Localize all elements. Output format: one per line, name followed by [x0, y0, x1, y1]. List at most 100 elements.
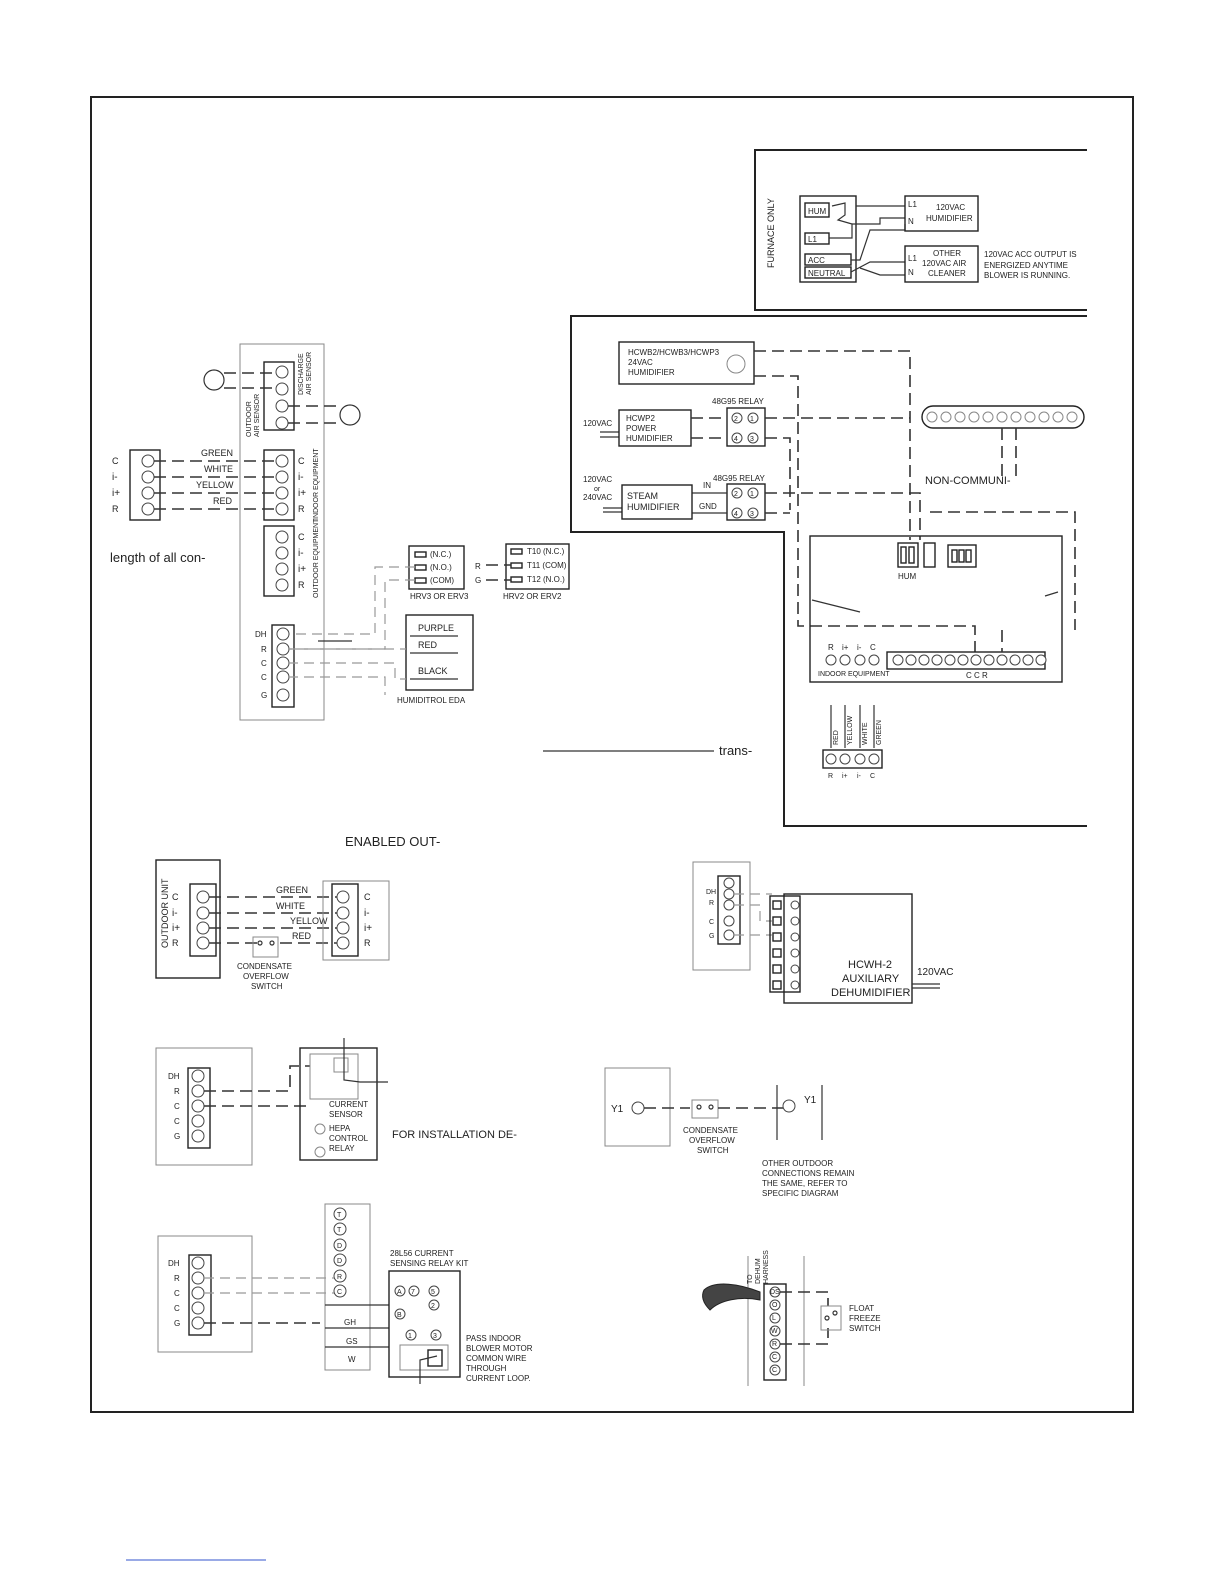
wire-label-green: GREEN: [201, 448, 233, 458]
kit-pin-7: 7: [411, 1289, 415, 1296]
acc-terminal: ACC: [808, 256, 825, 265]
wire-label-white: WHITE: [204, 464, 233, 474]
float-term-l: L: [772, 1315, 776, 1322]
y1-switch-line-3: SWITCH: [697, 1146, 729, 1155]
harness-line-1: TO: [747, 1274, 754, 1284]
gnd-label: GND: [699, 502, 717, 511]
relay-kit-section: DH R C C G T T D D R C GH GS W 28L56 CUR…: [157, 1203, 533, 1384]
dehum-line-1: HCWH-2: [848, 959, 892, 971]
humiditrol-black: BLACK: [418, 666, 448, 676]
kit-gh: GH: [344, 1318, 356, 1327]
l1-terminal: L1: [808, 235, 817, 244]
wire-yellow: YELLOW: [847, 715, 854, 745]
furnace-only-panel: FURNACE ONLY HUM L1 ACC NEUTRAL L1 N 120…: [754, 149, 1087, 311]
outer-frame: [90, 96, 1134, 1413]
ou-wire-white: WHITE: [276, 901, 305, 911]
dh-term-g: G: [709, 933, 714, 940]
hrv2-t11: T11 (COM): [527, 561, 567, 570]
l1-a: L1: [908, 200, 917, 209]
kit-gs: GS: [346, 1337, 358, 1346]
ou-term-iminus: i-: [172, 908, 178, 919]
humidifier-line-1: 120VAC: [936, 203, 965, 212]
hrv2-g: G: [475, 576, 481, 585]
dh-term-c: C: [709, 919, 714, 926]
kit-w: W: [348, 1355, 356, 1364]
lower-term-dh: DH: [255, 630, 267, 639]
kit-pin-a: A: [397, 1289, 402, 1296]
strip-term-r: R: [298, 504, 305, 514]
indoor-equipment-caption: INDOOR EQUIPMENT: [818, 671, 890, 678]
relay1-title: 48G95 RELAY: [712, 397, 765, 406]
hcwb-line-3: HUMIDIFIER: [628, 368, 675, 377]
left-term-iplus: i+: [112, 488, 120, 499]
ou-right-iplus: i+: [364, 923, 372, 934]
kit-note-line-5: CURRENT LOOP.: [466, 1374, 531, 1383]
kit-pin-5: 5: [431, 1289, 435, 1296]
y1-switch-line-2: OVERFLOW: [689, 1136, 735, 1145]
kit-note-line-4: THROUGH: [466, 1364, 507, 1373]
float-line-1: FLOAT: [849, 1304, 874, 1313]
hcwp2-line-2: POWER: [626, 424, 656, 433]
ou-right-c: C: [364, 892, 371, 902]
ou-wire-yellow: YELLOW: [290, 916, 328, 926]
supply2-line-3: 240VAC: [583, 493, 612, 502]
humidifier-line-2: HUMIDIFIER: [926, 214, 973, 223]
trans-text: trans-: [719, 743, 752, 758]
hcwb-line-1: HCWB2/HCWB3/HCWP3: [628, 348, 720, 357]
wire-red: RED: [833, 730, 840, 745]
float-term-ds: DS: [770, 1289, 780, 1296]
relay2-title: 48G95 RELAY: [713, 474, 766, 483]
wire-white: WHITE: [862, 722, 869, 745]
outdoor-unit-label: OUTDOOR UNIT: [160, 878, 170, 948]
outdoor-term-iplus: i+: [298, 564, 306, 575]
y1-switch-line-1: CONDENSATE: [683, 1126, 738, 1135]
hcwp2-line-3: HUMIDIFIER: [626, 434, 673, 443]
left-term-r: R: [112, 504, 119, 514]
float-term-c2: C: [772, 1367, 777, 1374]
wire-green: GREEN: [876, 720, 883, 745]
board-term-r: R: [828, 643, 834, 652]
strip-term-iminus: i-: [298, 472, 304, 483]
hcwb-line-2: 24VAC: [628, 358, 653, 367]
outdoor-sensor-line-2: AIR SENSOR: [254, 394, 261, 437]
furnace-only-label: FURNACE ONLY: [766, 198, 776, 268]
current-sensor-line-1: CURRENT: [329, 1100, 368, 1109]
hrv2-t10: T10 (N.C.): [527, 547, 565, 556]
kit-term-r: R: [174, 1274, 180, 1283]
hrv2-label: HRV2 OR ERV2: [503, 592, 562, 601]
hepa-section: DH R C C G CURRENT SENSOR HEPA CONTROL R…: [155, 1038, 517, 1166]
strip-term-c: C: [298, 456, 305, 466]
discharge-sensor-line-1: DISCHARGE: [298, 353, 305, 395]
n-b: N: [908, 268, 914, 277]
hepa-term-dh: DH: [168, 1072, 180, 1081]
outdoor-sensor-line-1: OUTDOOR: [246, 401, 253, 437]
humiditrol-section: PURPLE RED BLACK HUMIDITROL EDA: [288, 614, 474, 705]
kit-term-c2: C: [174, 1304, 180, 1313]
float-line-3: SWITCH: [849, 1324, 881, 1333]
hum-terminal: HUM: [808, 207, 827, 216]
relay1-pin-4: 4: [734, 436, 738, 443]
enabled-out-text: ENABLED OUT-: [345, 834, 440, 849]
lower-term-c2: C: [261, 673, 267, 682]
hrv-section: (N.C.) (N.O.) (COM) HRV3 OR ERV3 T10 (N.…: [288, 543, 570, 650]
harness-line-2: DEHUM: [755, 1258, 762, 1284]
kit-pin-b: B: [397, 1312, 402, 1319]
dehum-line-2: AUXILIARY: [842, 973, 900, 985]
sensor-strip-panel: DISCHARGE AIR SENSOR OUTDOOR AIR SENSOR …: [110, 343, 361, 721]
ou-term-iplus: i+: [172, 923, 180, 934]
acc-note-line-2: ENERGIZED ANYTIME: [984, 261, 1068, 270]
harness-plug-icon: [702, 1283, 761, 1311]
relay1-pin-1: 1: [750, 416, 754, 423]
install-text: FOR INSTALLATION DE-: [392, 1129, 517, 1141]
ou-right-iminus: i-: [364, 908, 370, 919]
hepa-term-g: G: [174, 1132, 180, 1141]
relay2-pin-1: 1: [750, 491, 754, 498]
dh-term-r: R: [709, 900, 714, 907]
ou-wire-green: GREEN: [276, 885, 308, 895]
kit-term-dh: DH: [168, 1259, 180, 1268]
harness-line-3: HARNESS: [763, 1250, 770, 1284]
bottom-term-c: C: [870, 773, 875, 780]
ou-wire-red: RED: [292, 931, 312, 941]
dh-term-dh: DH: [706, 889, 716, 896]
kit-pin-1: 1: [408, 1333, 412, 1340]
